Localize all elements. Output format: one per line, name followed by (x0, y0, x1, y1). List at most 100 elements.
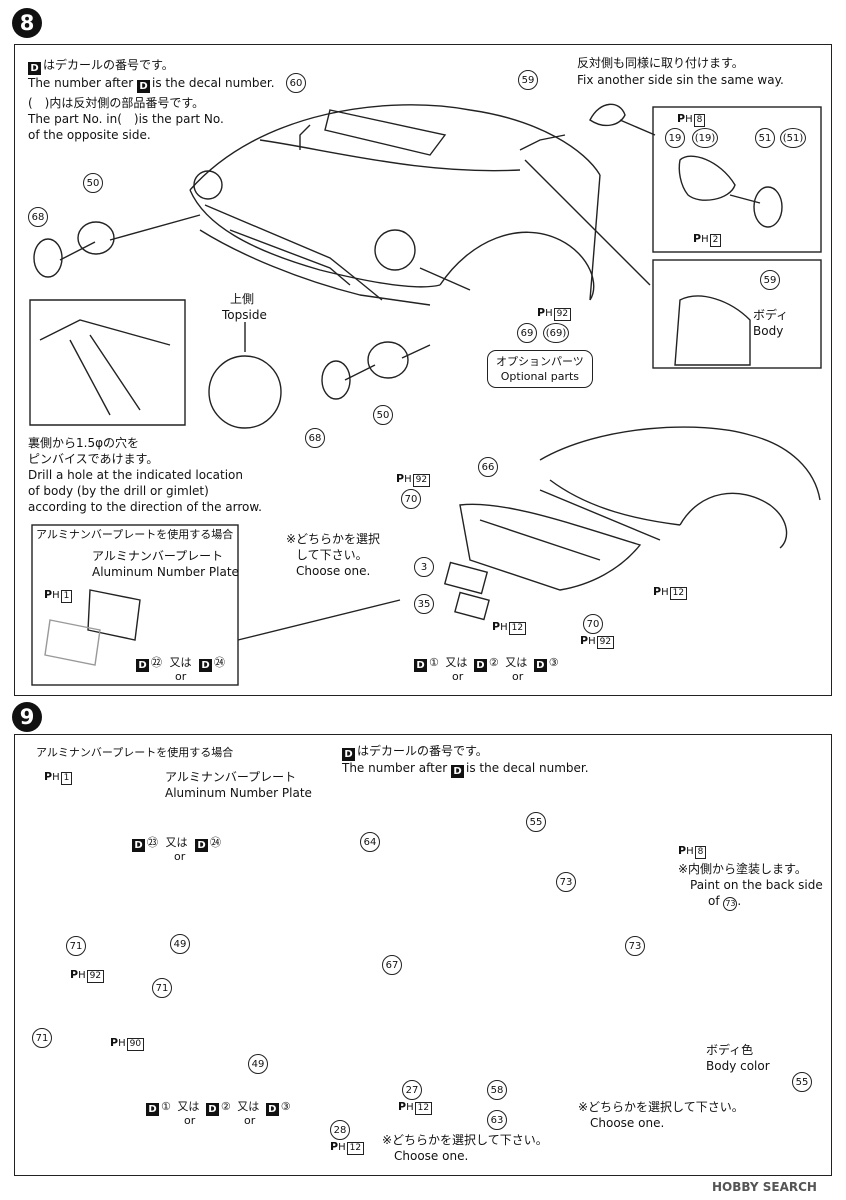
decal-or-en-8c: or (512, 670, 524, 683)
step-9-badge: 9 (12, 702, 42, 732)
part-66: 66 (478, 457, 498, 477)
paint-note-en2: of 73. (708, 894, 741, 911)
choose-note-ja1: ※どちらかを選択 (286, 532, 381, 546)
alu-title-8: アルミナンバープレートを使用する場合 (36, 528, 234, 541)
part-55-top: 55 (526, 812, 546, 832)
part-60: 60 (286, 73, 306, 93)
decal-note-ja-text: はデカールの番号です。 (43, 58, 174, 72)
part-19-opposite: (19) (692, 128, 718, 148)
part-55-right: 55 (792, 1072, 812, 1092)
part-3: 3 (414, 557, 434, 577)
decal-or-en-9c: or (244, 1114, 256, 1127)
part-73-a: 73 (556, 872, 576, 892)
optional-parts-box: オプションパーツ Optional parts (487, 350, 593, 388)
part-67: 67 (382, 955, 402, 975)
alu-ja-8: アルミナンバープレート (92, 549, 224, 563)
decal-note-en-text: The number after (28, 76, 134, 90)
decal-or-en-8b: or (452, 670, 464, 683)
part-50-lower: 50 (373, 405, 393, 425)
part-59: 59 (518, 70, 538, 90)
optional-parts-en: Optional parts (500, 370, 580, 383)
decal-or-en-9b: or (184, 1114, 196, 1127)
part-28: 28 (330, 1120, 350, 1140)
part-50: 50 (83, 173, 103, 193)
part-71-b: 71 (152, 978, 172, 998)
part-68: 68 (28, 207, 48, 227)
part-69: 69 (517, 323, 537, 343)
part-68-lower: 68 (305, 428, 325, 448)
alu-ja-9: アルミナンバープレート (165, 770, 297, 784)
decal-letter-box: D (28, 62, 41, 75)
opposite-note-ja: ( )内は反対側の部品番号です。 (28, 96, 205, 110)
decal-or-en-9a: or (174, 850, 186, 863)
drill-note-en2: of body (by the drill or gimlet) (28, 484, 209, 498)
drill-note-ja2: ピンバイスであけます。 (28, 452, 159, 466)
topside-ja: 上側 (230, 292, 255, 306)
watermark: HOBBY SEARCH (712, 1180, 817, 1194)
part-58: 58 (487, 1080, 507, 1100)
part-70-lower: 70 (583, 614, 603, 634)
part-71-a: 71 (66, 936, 86, 956)
part-73-b: 73 (625, 936, 645, 956)
opposite-note-en2: of the opposite side. (28, 128, 151, 142)
fix-note-en: Fix another side sin the same way. (577, 73, 784, 87)
optional-parts-ja: オプションパーツ (496, 355, 584, 368)
part-63: 63 (487, 1110, 507, 1130)
step-8-badge: 8 (12, 8, 42, 38)
part-70: 70 (401, 489, 421, 509)
part-49-a: 49 (170, 934, 190, 954)
drill-note-ja1: 裏側から1.5φの穴を (28, 436, 140, 450)
decal-letter-box-2: D (137, 80, 150, 93)
part-51: 51 (755, 128, 775, 148)
drill-note-en3: according to the direction of the arrow. (28, 500, 262, 514)
decal-or-en-8a: or (175, 670, 187, 683)
choose-note-ja2: して下さい。 (296, 548, 368, 562)
alu-en-8: Aluminum Number Plate (92, 565, 239, 579)
paint-note-ja: ※内側から塗装します。 (678, 862, 807, 876)
body-color-ja: ボディ色 (706, 1043, 754, 1057)
choose-note-en: Choose one. (296, 564, 371, 578)
part-64: 64 (360, 832, 380, 852)
drill-note-en1: Drill a hole at the indicated location (28, 468, 243, 482)
choose-note-9a-en: Choose one. (590, 1116, 665, 1130)
paint-note-en1: Paint on the back side (690, 878, 823, 892)
choose-note-9b-en: Choose one. (394, 1149, 469, 1163)
opposite-note-en1: The part No. in( )is the part No. (28, 112, 224, 126)
decal-note-en2-text: is the decal number. (152, 76, 275, 90)
body-label-en: Body (753, 324, 784, 338)
part-59-inset: 59 (760, 270, 780, 290)
alu-en-9: Aluminum Number Plate (165, 786, 312, 800)
choose-note-9a-ja: ※どちらかを選択して下さい。 (578, 1100, 744, 1114)
part-27: 27 (402, 1080, 422, 1100)
part-35: 35 (414, 594, 434, 614)
fix-note-ja: 反対側も同様に取り付けます。 (577, 56, 744, 70)
part-49-b: 49 (248, 1054, 268, 1074)
alu-title-9: アルミナンバープレートを使用する場合 (36, 746, 234, 759)
part-51-opposite: (51) (780, 128, 806, 148)
topside-en: Topside (222, 308, 267, 322)
choose-note-9b-ja: ※どちらかを選択して下さい。 (382, 1133, 548, 1147)
body-label-ja: ボディ (753, 308, 789, 322)
part-19: 19 (665, 128, 685, 148)
